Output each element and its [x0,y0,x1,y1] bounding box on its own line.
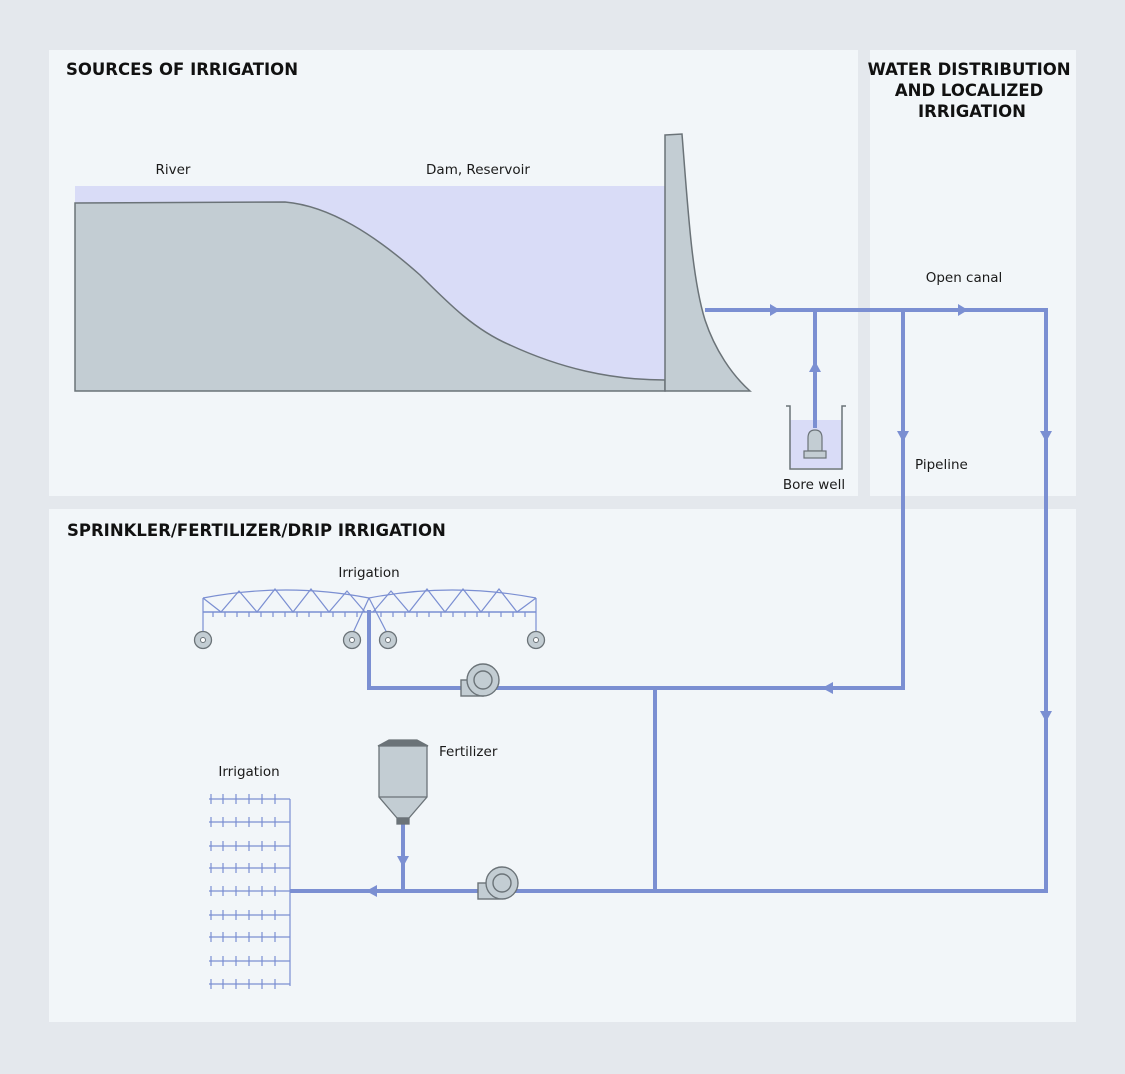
fertilizer-silo [377,739,429,825]
sprinkler-tower-leg-right [368,597,389,636]
sprinkler-truss-right [372,588,537,613]
flow-arrow-drip-feed-left [366,885,377,897]
drip-pump-body [485,866,519,900]
terrain [74,201,666,392]
bore-well-label: Bore well [783,477,845,493]
fertilizer-label: Fertilizer [439,744,498,760]
bore-well-tank [786,405,846,470]
drip-pump-impeller [492,873,512,893]
bore-well-pump [807,429,823,452]
distribution-title-line-1: WATER DISTRIBUTION [868,60,1071,79]
distribution-title-line-2: AND LOCALIZED [895,81,1043,100]
drip-emitters [210,794,276,989]
flow-arrow-pipeline-left-down [897,431,909,442]
pivot-sprinkler [202,588,537,636]
sprinkler-truss-left [202,588,366,613]
drip-grid [209,794,291,989]
sprinkler-tower-leg-left [351,597,370,636]
flow-arrow-pipeline-right-down-2 [1040,711,1052,722]
pipe-network [290,308,1048,893]
dam-wall [664,133,752,392]
flow-arrow-bore-well-up [809,361,821,372]
flow-arrow-canal-2 [958,304,968,316]
sprinkler-hub-1 [200,637,206,643]
sprinkler-hub-2 [349,637,355,643]
distribution-panel-title: WATER DISTRIBUTION AND LOCALIZED IRRIGAT… [868,60,1077,121]
flow-arrow-fertilizer-down [397,856,409,867]
dam-reservoir-label: Dam, Reservoir [426,162,530,178]
sprinkler-wheel-hubs [200,637,539,643]
sprinkler-hub-4 [533,637,539,643]
bore-well-pump-base [803,450,827,459]
sprinkler-panel [49,509,1076,1022]
flow-arrow-canal-1 [770,304,780,316]
flow-arrow-sprinkler-feed-left [822,682,833,694]
sprinkler-pump-impeller [473,670,493,690]
flow-arrows [366,304,1052,897]
open-canal-label: Open canal [926,270,1003,286]
pipeline-label: Pipeline [915,457,968,473]
fertilizer-silo-outlet [396,817,410,825]
sprinkler-pump [460,663,500,697]
sprinkler-arch-right [368,589,537,599]
sprinkler-irrigation-label: Irrigation [338,565,399,581]
distribution-title-line-3: IRRIGATION [918,102,1026,121]
sprinkler-hub-3 [385,637,391,643]
sources-panel-title: SOURCES OF IRRIGATION [66,60,298,79]
drip-irrigation-label: Irrigation [218,764,279,780]
drip-pump [477,866,519,900]
sprinkler-nozzles [212,612,526,617]
sprinkler-pump-body [466,663,500,697]
flow-arrow-pipeline-right-down-1 [1040,431,1052,442]
river-label: River [156,162,191,178]
sprinkler-panel-title: SPRINKLER/FERTILIZER/DRIP IRRIGATION [67,521,446,540]
